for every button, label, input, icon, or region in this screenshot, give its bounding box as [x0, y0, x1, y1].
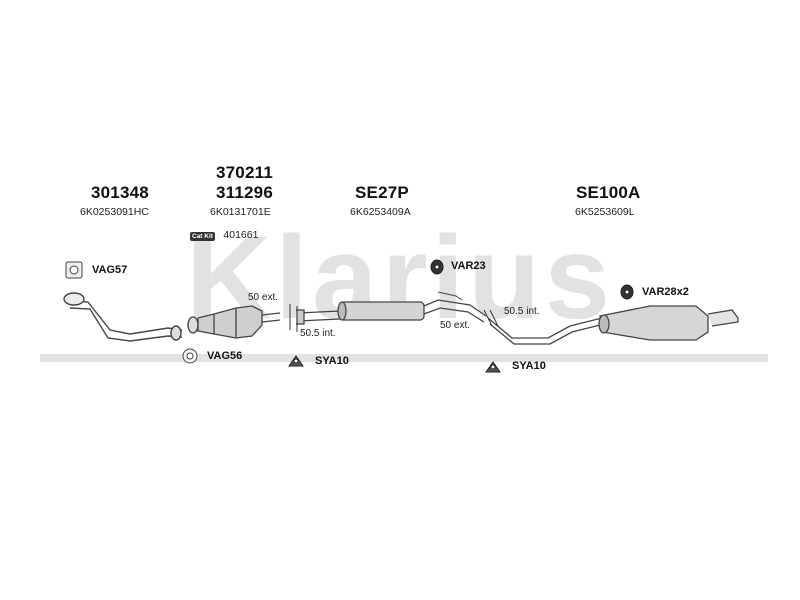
- cat-kit-group: Cat Kit 401661: [190, 225, 258, 243]
- part-number-301348: 301348: [91, 183, 149, 202]
- rubber-mount-icon-a: [288, 355, 304, 367]
- rubber-mount-icon-b: [485, 361, 501, 373]
- part-number-370211: 370211: [216, 163, 273, 182]
- clamp-icon-vag57: [65, 261, 83, 279]
- fitting-label-sya10-b: SYA10: [512, 360, 546, 372]
- watermark-underline: [40, 354, 768, 362]
- fitting-label-var23: VAR23: [451, 260, 486, 272]
- oem-number-301348: 6K0253091HC: [80, 206, 149, 218]
- fitting-label-var28: VAR28x2: [642, 286, 689, 298]
- oem-number-se100a: 6K5253609L: [575, 206, 635, 218]
- fitting-label-vag57: VAG57: [92, 264, 128, 276]
- hanger-icon-var23: [430, 259, 444, 275]
- part-number-se27p: SE27P: [355, 183, 409, 202]
- catalytic-converter[interactable]: [187, 305, 281, 339]
- oem-number-311296: 6K0131701E: [210, 206, 271, 218]
- ring-icon-vag56: [182, 348, 198, 364]
- front-pipe[interactable]: [63, 292, 183, 342]
- dimension-label-3: 50.5 int.: [504, 306, 540, 317]
- dimension-label-4: 50 ext.: [440, 320, 471, 331]
- middle-silencer[interactable]: [296, 291, 487, 325]
- fitting-label-sya10-a: SYA10: [315, 355, 349, 367]
- dimension-marks: [289, 304, 499, 332]
- dimension-label-1: 50 ext.: [248, 292, 279, 303]
- fitting-label-vag56: VAG56: [207, 350, 243, 362]
- cat-kit-number: 401661: [223, 229, 259, 241]
- part-number-311296: 311296: [216, 183, 273, 202]
- rear-silencer[interactable]: [487, 305, 739, 345]
- part-number-se100a: SE100A: [576, 183, 641, 202]
- oem-number-se27p: 6K6253409A: [350, 206, 411, 218]
- cat-kit-badge: Cat Kit: [190, 232, 215, 241]
- hanger-icon-var28: [620, 284, 634, 300]
- dimension-label-2: 50.5 int.: [300, 328, 336, 339]
